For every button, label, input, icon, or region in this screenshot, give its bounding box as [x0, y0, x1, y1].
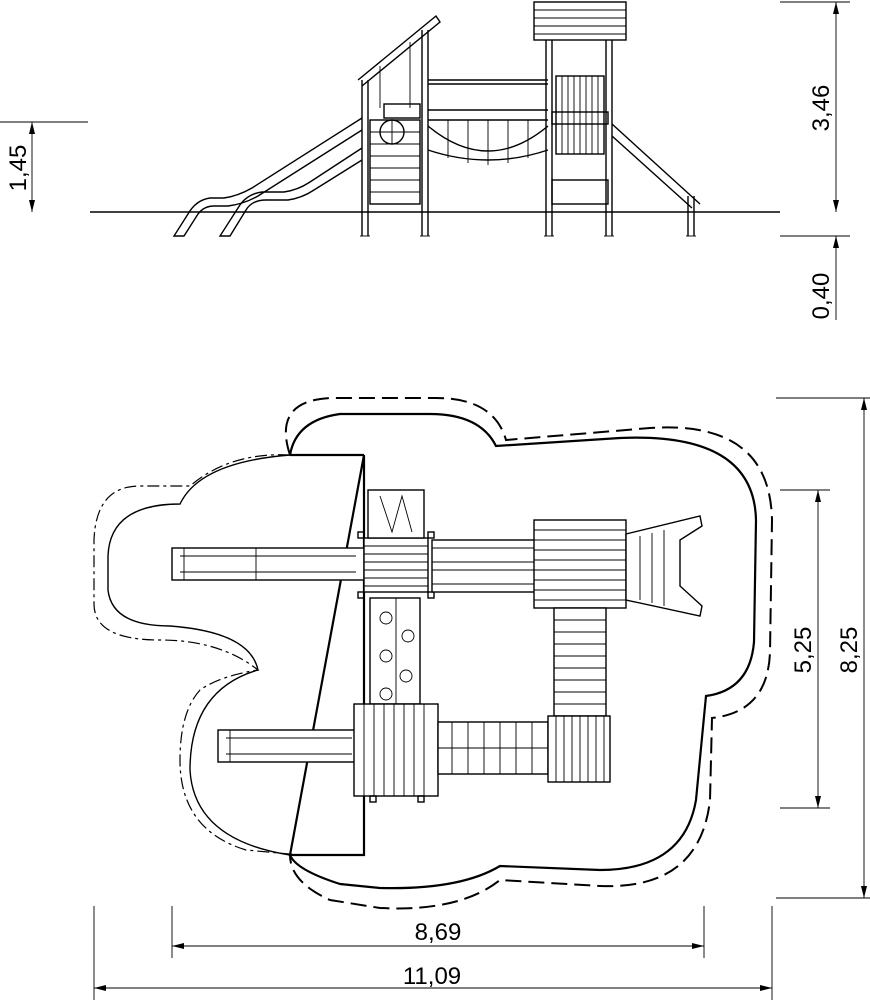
dim-depth-0-40: 0,40: [808, 273, 835, 320]
side-elevation-view: 1,45 3,46 0,40: [0, 1, 850, 320]
dim-plan-width-8-69: 8,69: [415, 919, 462, 946]
plan-view: 5,25 8,25 8,69 11,09: [93, 397, 870, 1000]
dim-plan-depth-5-25: 5,25: [790, 627, 817, 674]
dim-height-1-45: 1,45: [5, 145, 32, 192]
dim-height-3-46: 3,46: [808, 85, 835, 132]
dim-plan-depth-8-25: 8,25: [836, 627, 863, 674]
dim-plan-width-11-09: 11,09: [403, 963, 461, 990]
